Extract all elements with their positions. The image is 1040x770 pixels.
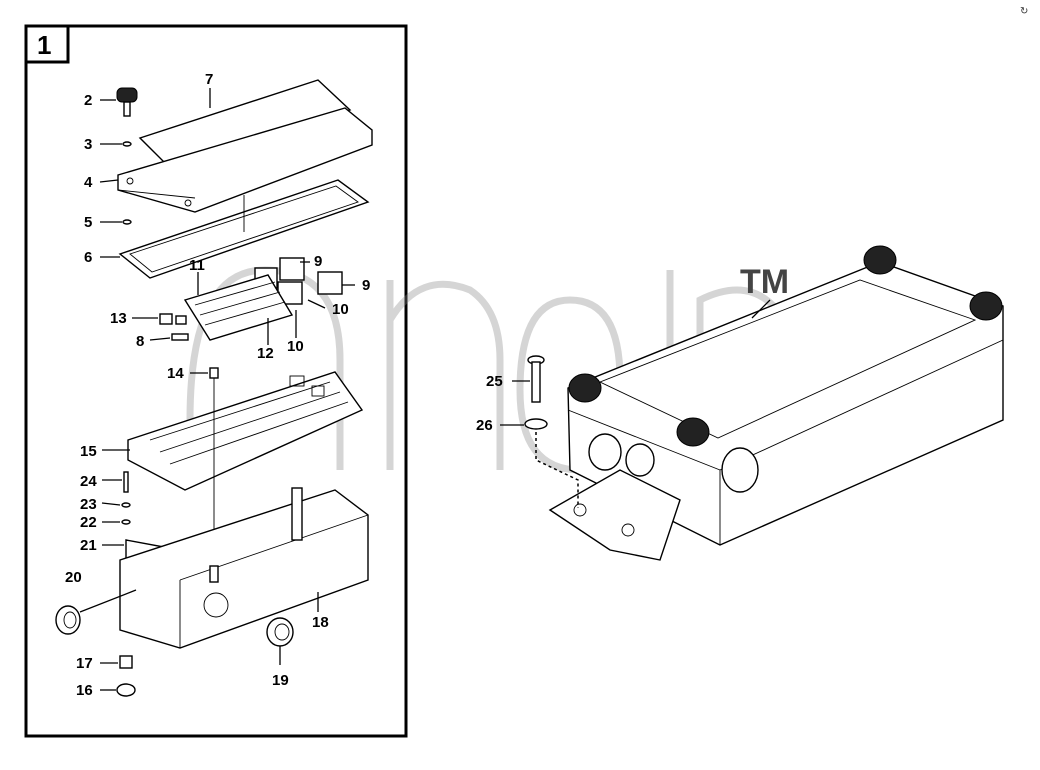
leader-lines — [79, 88, 771, 691]
callout-15: 15 — [80, 443, 97, 460]
callout-6: 6 — [84, 249, 92, 266]
callout-9-top: 9 — [314, 253, 322, 270]
callout-3: 3 — [84, 136, 92, 153]
part-washer-5 — [122, 219, 132, 225]
callout-8: 8 — [136, 333, 144, 350]
callout-23: 23 — [80, 496, 97, 513]
part-label-sheet — [138, 79, 352, 169]
callout-18: 18 — [312, 614, 329, 631]
callout-20: 20 — [65, 569, 82, 586]
part-grommet-19 — [266, 617, 294, 647]
detail-badge-number: 1 — [37, 30, 51, 60]
part-housing — [119, 487, 369, 649]
callout-10-bottom: 10 — [287, 338, 304, 355]
callout-14: 14 — [167, 365, 184, 382]
assembled-unit — [548, 245, 1004, 561]
callout-24: 24 — [80, 473, 97, 490]
part-knob — [116, 87, 138, 117]
part-washer-3 — [122, 141, 132, 147]
part-plug-16 — [116, 683, 136, 697]
callout-4: 4 — [84, 174, 93, 191]
callout-9-right: 9 — [362, 277, 370, 294]
callout-2: 2 — [84, 92, 92, 109]
callout-26: 26 — [476, 417, 493, 434]
callout-17: 17 — [76, 655, 93, 672]
part-small-fuses — [159, 313, 189, 341]
callout-21: 21 — [80, 537, 97, 554]
part-bolt-stack — [121, 471, 131, 525]
callout-11: 11 — [189, 257, 205, 274]
callout-19: 19 — [272, 672, 289, 689]
part-grommet-20 — [55, 605, 81, 635]
assembly-path — [535, 432, 579, 508]
detail-frame — [24, 24, 408, 738]
callout-5: 5 — [84, 214, 92, 231]
callout-12: 12 — [257, 345, 274, 362]
part-fuse-block — [183, 274, 294, 341]
part-bolt-25 — [527, 355, 545, 403]
callout-22: 22 — [80, 514, 97, 531]
part-washer-26 — [524, 418, 548, 430]
corner-mark-icon: ↻ — [1020, 6, 1028, 17]
callout-16: 16 — [76, 682, 93, 699]
callout-7: 7 — [205, 71, 213, 88]
callout-13: 13 — [110, 310, 127, 327]
part-spacer-17 — [119, 655, 133, 669]
part-circuit-board — [127, 371, 364, 491]
callout-25: 25 — [486, 373, 503, 390]
part-screw-14 — [209, 367, 219, 379]
part-cover — [117, 107, 373, 213]
callout-labels: 2 3 4 5 6 7 9 9 10 10 11 12 13 8 14 15 2… — [65, 71, 503, 699]
callout-10-right: 10 — [332, 301, 349, 318]
detail-badge-box — [24, 24, 70, 64]
watermark-trademark: TM — [740, 263, 789, 301]
